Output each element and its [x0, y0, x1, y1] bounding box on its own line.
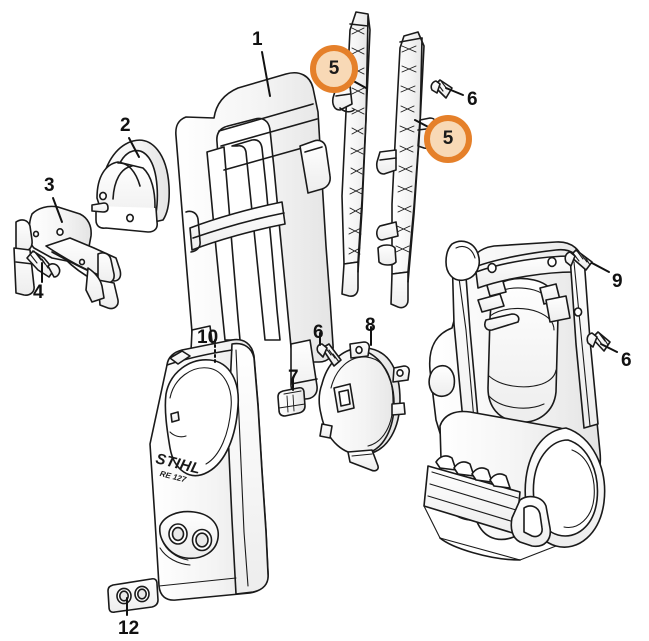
- highlight-callout-5-left[interactable]: 5: [310, 45, 358, 93]
- part-6-screw-drum: [316, 343, 342, 367]
- callout-3: 3: [44, 175, 55, 196]
- callout-6-right: 6: [621, 350, 632, 371]
- callout-7: 7: [288, 367, 299, 388]
- callout-8: 8: [365, 315, 376, 336]
- part-5-guide-rail-right: [375, 31, 438, 309]
- leader-9: [591, 262, 610, 273]
- leader-1: [261, 51, 271, 97]
- part-4-screw-short: [26, 250, 61, 278]
- highlight-callout-label: 5: [328, 58, 340, 79]
- main-body-chassis: [423, 240, 606, 561]
- leader-3: [52, 197, 63, 223]
- part-2-hose-reel-cover: [91, 139, 170, 233]
- callout-1: 1: [252, 29, 263, 50]
- callout-6-drum: 6: [313, 322, 324, 343]
- part-6-screw-top: [430, 79, 453, 99]
- callout-9: 9: [612, 271, 623, 292]
- leader-6a: [445, 87, 464, 96]
- part-12-nameplate-bracket: [107, 577, 159, 614]
- leader-6c: [600, 343, 618, 353]
- highlight-callout-5-right[interactable]: 5: [424, 115, 472, 163]
- part-3-bracket-assembly: [13, 205, 122, 310]
- callout-leader-lines: [41, 51, 618, 616]
- part-10-front-housing-shell: [149, 338, 269, 601]
- callout-12: 12: [118, 618, 140, 639]
- callout-10: 10: [197, 327, 219, 348]
- callout-2: 2: [120, 115, 131, 136]
- highlight-callout-label: 5: [442, 128, 454, 149]
- callout-4: 4: [33, 282, 44, 303]
- part-8-drum-cover: [318, 341, 411, 472]
- callout-6-top: 6: [467, 89, 478, 110]
- part-7-switch-cap: [277, 386, 306, 417]
- leader-2: [128, 137, 140, 158]
